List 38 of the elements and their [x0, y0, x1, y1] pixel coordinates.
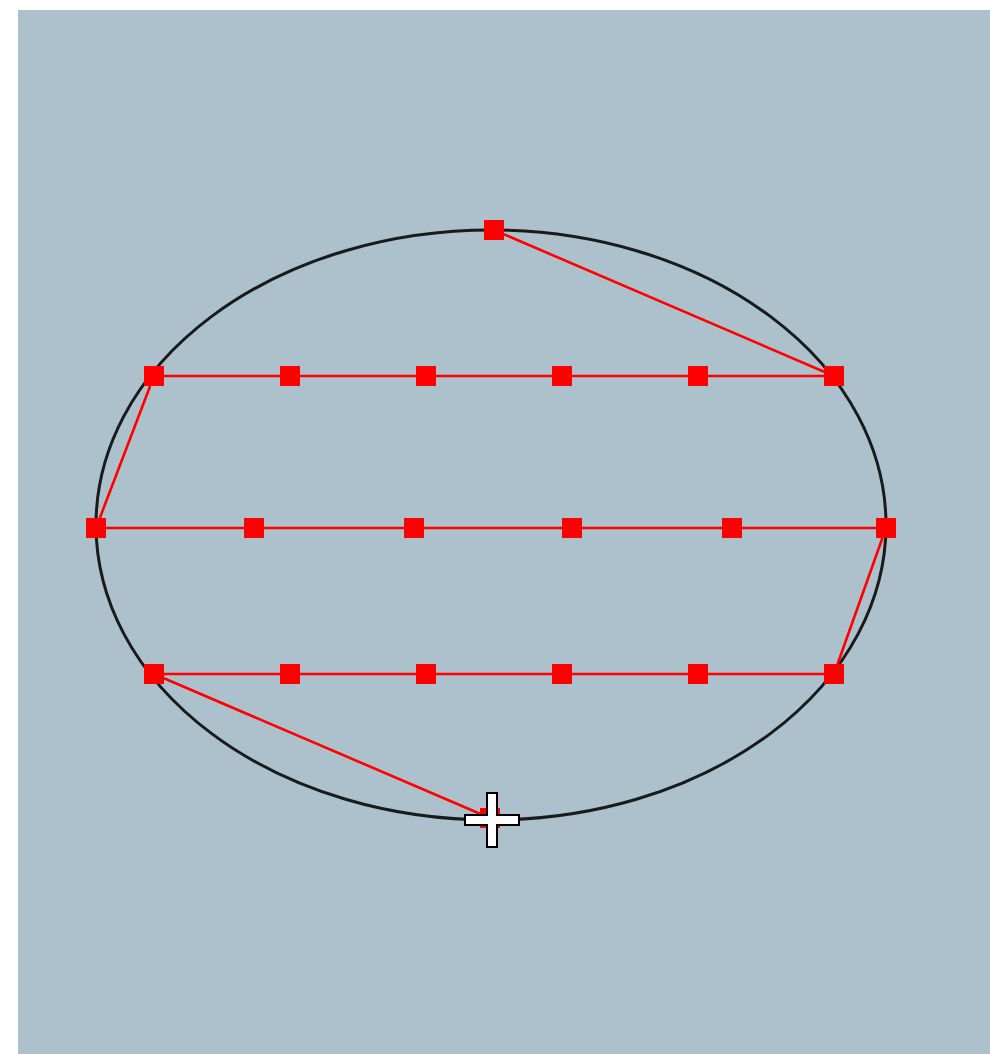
- connector-line: [163, 677, 481, 815]
- square-point-marker: [144, 366, 164, 386]
- connector-line: [164, 672, 280, 676]
- square-point-marker: [404, 518, 424, 538]
- connector-line: [572, 374, 688, 378]
- square-point-marker: [552, 664, 572, 684]
- connector-line: [424, 526, 562, 530]
- square-point-marker: [484, 220, 504, 240]
- square-point-marker: [552, 366, 572, 386]
- connector-line: [572, 672, 688, 676]
- connector-line: [436, 374, 552, 378]
- square-point-marker: [824, 366, 844, 386]
- connector-line: [164, 374, 280, 378]
- square-point-marker: [280, 366, 300, 386]
- connector-line: [264, 526, 404, 530]
- connector-line: [300, 672, 416, 676]
- connector-line: [836, 537, 884, 665]
- connector-line: [708, 374, 824, 378]
- square-point-marker: [722, 518, 742, 538]
- connector-line: [582, 526, 722, 530]
- connector-line: [436, 672, 552, 676]
- connector-line: [106, 526, 244, 530]
- connector-line: [98, 385, 152, 519]
- square-point-marker: [688, 366, 708, 386]
- square-point-marker: [86, 518, 106, 538]
- square-point-marker: [416, 664, 436, 684]
- connector-line: [708, 672, 824, 676]
- connector-line: [742, 526, 876, 530]
- square-point-marker: [244, 518, 264, 538]
- square-point-marker: [416, 366, 436, 386]
- square-point-marker: [876, 518, 896, 538]
- square-point-marker: [562, 518, 582, 538]
- square-point-marker: [280, 664, 300, 684]
- square-point-marker: [688, 664, 708, 684]
- square-point-marker: [144, 664, 164, 684]
- square-point-marker: [824, 664, 844, 684]
- connector-line: [300, 374, 416, 378]
- connector-line: [503, 233, 825, 373]
